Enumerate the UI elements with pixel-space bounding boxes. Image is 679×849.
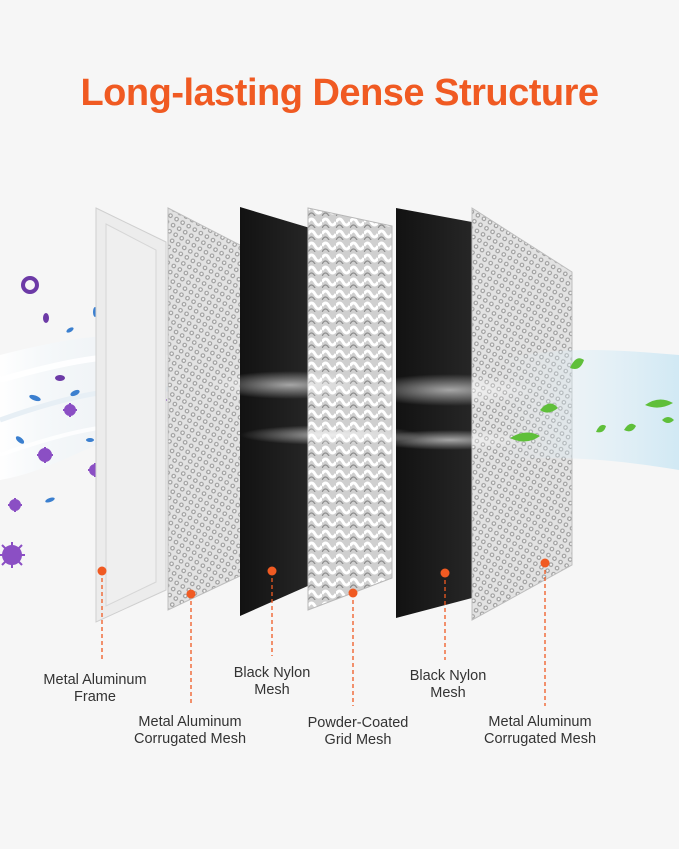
layer-aluminum-frame — [95, 207, 167, 623]
label-line: Metal Aluminum — [43, 672, 147, 688]
page-title: Long-lasting Dense Structure — [80, 72, 599, 114]
clean-air-stream — [500, 350, 679, 470]
label-line: Corrugated Mesh — [483, 731, 597, 747]
airflow-haze — [210, 371, 540, 450]
label-line: Metal Aluminum — [138, 714, 242, 730]
callout-markers — [97, 558, 550, 706]
label-line: Metal Aluminum — [488, 714, 592, 730]
layer-corrugated-mesh-1 — [167, 207, 243, 611]
leaf-icon — [510, 358, 674, 442]
label-powder-coated-grid-mesh: Powder-Coated Grid Mesh — [298, 715, 418, 749]
label-line: Mesh — [430, 685, 466, 701]
label-line: Black Nylon — [233, 665, 311, 681]
layer-black-nylon-mesh-1 — [240, 207, 310, 616]
label-line: Grid Mesh — [324, 732, 392, 748]
label-black-nylon-mesh-2: Black Nylon Mesh — [398, 668, 498, 702]
label-aluminum-frame: Metal Aluminum Frame — [40, 672, 150, 706]
label-corrugated-mesh-2: Metal Aluminum Corrugated Mesh — [472, 714, 608, 748]
label-black-nylon-mesh-1: Black Nylon Mesh — [222, 665, 322, 699]
label-line: Frame — [74, 689, 116, 705]
layer-powder-coated-grid-mesh — [307, 207, 393, 611]
label-corrugated-mesh-1: Metal Aluminum Corrugated Mesh — [125, 714, 255, 748]
label-line: Powder-Coated — [307, 715, 409, 731]
label-line: Black Nylon — [409, 668, 487, 684]
label-line: Mesh — [254, 682, 290, 698]
label-line: Corrugated Mesh — [133, 731, 247, 747]
layer-black-nylon-mesh-2 — [396, 208, 472, 618]
